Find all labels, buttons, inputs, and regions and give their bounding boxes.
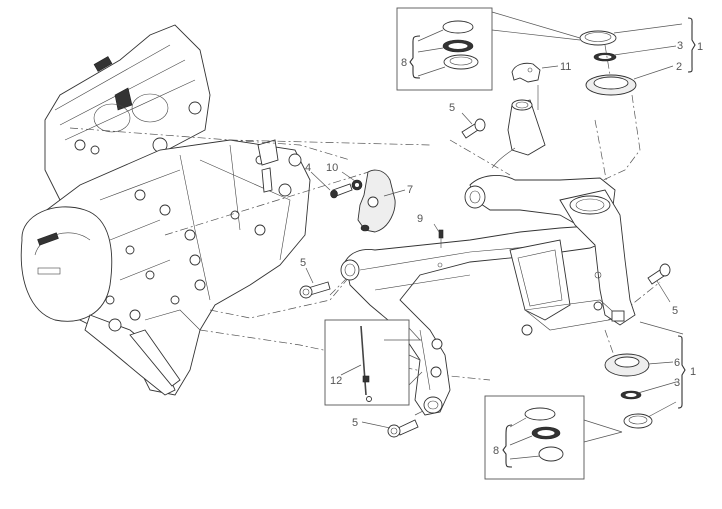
ignition-switch bbox=[491, 85, 546, 169]
screw-part-5-left bbox=[299, 281, 331, 299]
callout-5-left: 5 bbox=[300, 257, 306, 269]
callout-8-lower: 8 bbox=[493, 445, 499, 457]
screw-part-5-upper bbox=[461, 118, 486, 139]
callout-8-upper: 8 bbox=[401, 57, 407, 69]
callout-10: 10 bbox=[326, 162, 338, 174]
plate-part-7 bbox=[357, 169, 396, 233]
engine-assembly bbox=[20, 24, 311, 396]
screw-part-5-right bbox=[647, 263, 671, 285]
inset-box-cable-tie bbox=[324, 319, 423, 406]
callout-7: 7 bbox=[407, 184, 413, 196]
callout-3-upper: 3 bbox=[677, 40, 683, 52]
bracket-part-11 bbox=[511, 62, 541, 83]
callout-9: 9 bbox=[417, 213, 423, 225]
bracket-1-upper bbox=[687, 17, 696, 73]
callout-2: 2 bbox=[676, 61, 682, 73]
callout-6: 6 bbox=[674, 357, 680, 369]
nut-part-10 bbox=[351, 179, 363, 191]
screw-part-4 bbox=[330, 183, 353, 199]
callout-5-upper: 5 bbox=[449, 102, 455, 114]
fitting-part-9 bbox=[438, 229, 444, 248]
callout-5-bottom: 5 bbox=[352, 417, 358, 429]
callout-labels: 1 2 3 8 11 5 10 4 7 9 5 5 6 1 3 12 5 8 bbox=[300, 40, 703, 457]
frame bbox=[340, 174, 636, 416]
inset-box-lower bbox=[484, 395, 623, 480]
upper-bearing-stack bbox=[579, 30, 637, 96]
callout-4: 4 bbox=[305, 162, 311, 174]
leader-lines bbox=[305, 23, 684, 429]
callout-5-right: 5 bbox=[672, 305, 678, 317]
inset-box-upper bbox=[396, 7, 581, 91]
callout-3-lower: 3 bbox=[674, 377, 680, 389]
callout-1-lower: 1 bbox=[690, 366, 696, 378]
callout-12: 12 bbox=[330, 375, 342, 387]
callout-1-upper: 1 bbox=[697, 41, 703, 53]
screw-part-5-bottom bbox=[387, 419, 419, 438]
bolt-heads bbox=[105, 153, 302, 321]
bracket-1-lower bbox=[677, 335, 686, 409]
lower-bearing-stack bbox=[604, 353, 653, 429]
callout-11: 11 bbox=[560, 61, 571, 73]
